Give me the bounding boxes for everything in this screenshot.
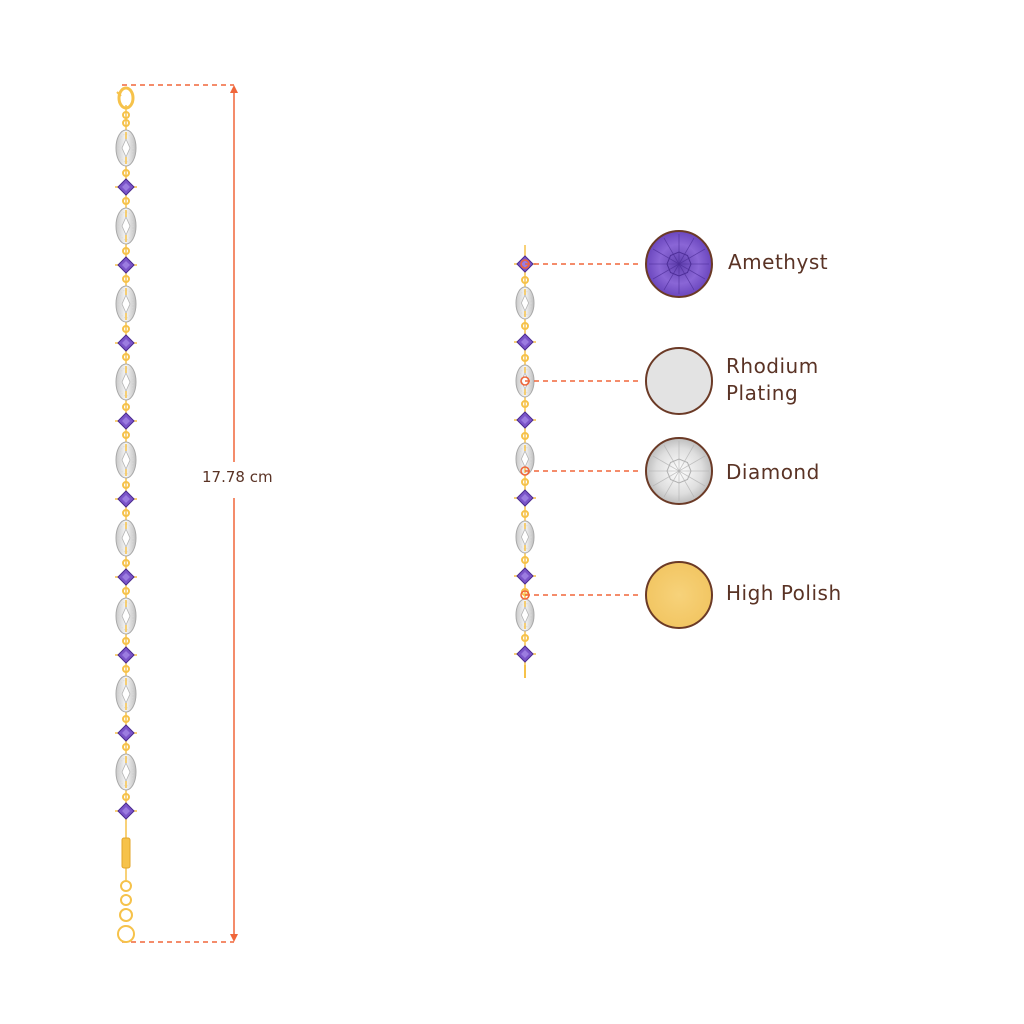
- gold-link: [122, 715, 130, 723]
- legend-label-amethyst: Amethyst: [728, 250, 829, 274]
- amethyst-stone: [115, 568, 137, 586]
- diamond-icon: [645, 437, 713, 505]
- full-bracelet: [115, 86, 137, 943]
- gold-link: [122, 665, 130, 673]
- amethyst-stone: [115, 412, 137, 430]
- amethyst-icon: [645, 230, 713, 298]
- marquise-element: [115, 207, 137, 245]
- clasp-bar: [121, 837, 131, 869]
- gold-link: [122, 247, 130, 255]
- arrow-down-icon: [230, 934, 238, 942]
- amethyst-stone: [115, 256, 137, 274]
- gold-link: [122, 353, 130, 361]
- leader-marker: [520, 259, 530, 269]
- amethyst-stone: [115, 802, 137, 820]
- legend-label-high-polish: High Polish: [726, 581, 842, 605]
- marquise-element: [115, 363, 137, 401]
- marquise-element: [115, 597, 137, 635]
- amethyst-stone: [514, 567, 536, 585]
- marquise-element: [515, 520, 535, 554]
- gold-link: [117, 925, 135, 943]
- marquise-element: [515, 286, 535, 320]
- amethyst-stone: [115, 646, 137, 664]
- gold-link: [521, 276, 529, 284]
- arrow-up-icon: [230, 85, 238, 93]
- gold-link: [521, 556, 529, 564]
- rhodium-plating-icon: [645, 347, 713, 415]
- high-polish-icon: [645, 561, 713, 629]
- dimension-markers: [122, 84, 238, 943]
- gold-link: [122, 481, 130, 489]
- gold-link: [119, 908, 133, 922]
- gold-link: [122, 559, 130, 567]
- amethyst-stone: [514, 255, 536, 273]
- gold-link: [122, 325, 130, 333]
- marquise-element: [115, 441, 137, 479]
- gold-link: [122, 119, 130, 127]
- leader-marker: [520, 590, 530, 600]
- lobster-clasp-icon: [116, 86, 135, 110]
- marquise-element: [115, 519, 137, 557]
- bracelet-detail: [514, 245, 536, 678]
- gold-link: [122, 197, 130, 205]
- amethyst-stone: [514, 645, 536, 663]
- amethyst-stone: [115, 178, 137, 196]
- gold-link: [122, 403, 130, 411]
- gold-link: [122, 793, 130, 801]
- gold-link: [521, 478, 529, 486]
- amethyst-stone: [115, 490, 137, 508]
- gold-link: [521, 510, 529, 518]
- gold-link: [122, 743, 130, 751]
- amethyst-stone: [514, 489, 536, 507]
- amethyst-stone: [115, 724, 137, 742]
- amethyst-stone: [115, 334, 137, 352]
- gold-link: [521, 322, 529, 330]
- gold-link: [521, 634, 529, 642]
- legend-label-diamond: Diamond: [726, 460, 820, 484]
- marquise-element: [115, 285, 137, 323]
- gold-link: [122, 431, 130, 439]
- gold-link: [120, 894, 132, 906]
- gold-link: [120, 880, 132, 892]
- gold-link: [122, 275, 130, 283]
- leader-lines: [520, 259, 640, 600]
- marquise-element: [515, 598, 535, 632]
- leader-marker: [520, 376, 530, 386]
- leader-marker: [520, 466, 530, 476]
- gold-link: [521, 432, 529, 440]
- gold-link: [122, 169, 130, 177]
- gold-link: [122, 509, 130, 517]
- gold-link: [122, 111, 130, 119]
- gold-link: [122, 587, 130, 595]
- gold-link: [521, 354, 529, 362]
- gold-link: [521, 400, 529, 408]
- marquise-element: [115, 675, 137, 713]
- amethyst-stone: [514, 411, 536, 429]
- marquise-element: [115, 753, 137, 791]
- gold-link: [122, 637, 130, 645]
- legend-swatches: [645, 230, 713, 629]
- length-label: 17.78 cm: [202, 466, 273, 488]
- amethyst-stone: [514, 333, 536, 351]
- marquise-element: [515, 442, 535, 476]
- marquise-element: [115, 129, 137, 167]
